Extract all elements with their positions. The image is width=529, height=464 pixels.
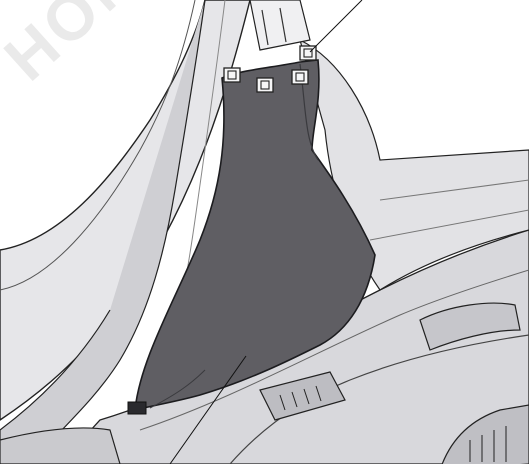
panel-lower-tab [127,401,147,415]
door-frame [0,0,251,464]
panel-lower-edge [149,369,206,409]
clip-1 [223,67,241,83]
upper-anchor [249,0,311,51]
clip-2 [256,77,274,93]
pillar-trim-panel [134,59,376,412]
upper-clip-callout [309,0,363,53]
lower-panel-callout [169,355,247,464]
clip-3 [291,69,309,85]
